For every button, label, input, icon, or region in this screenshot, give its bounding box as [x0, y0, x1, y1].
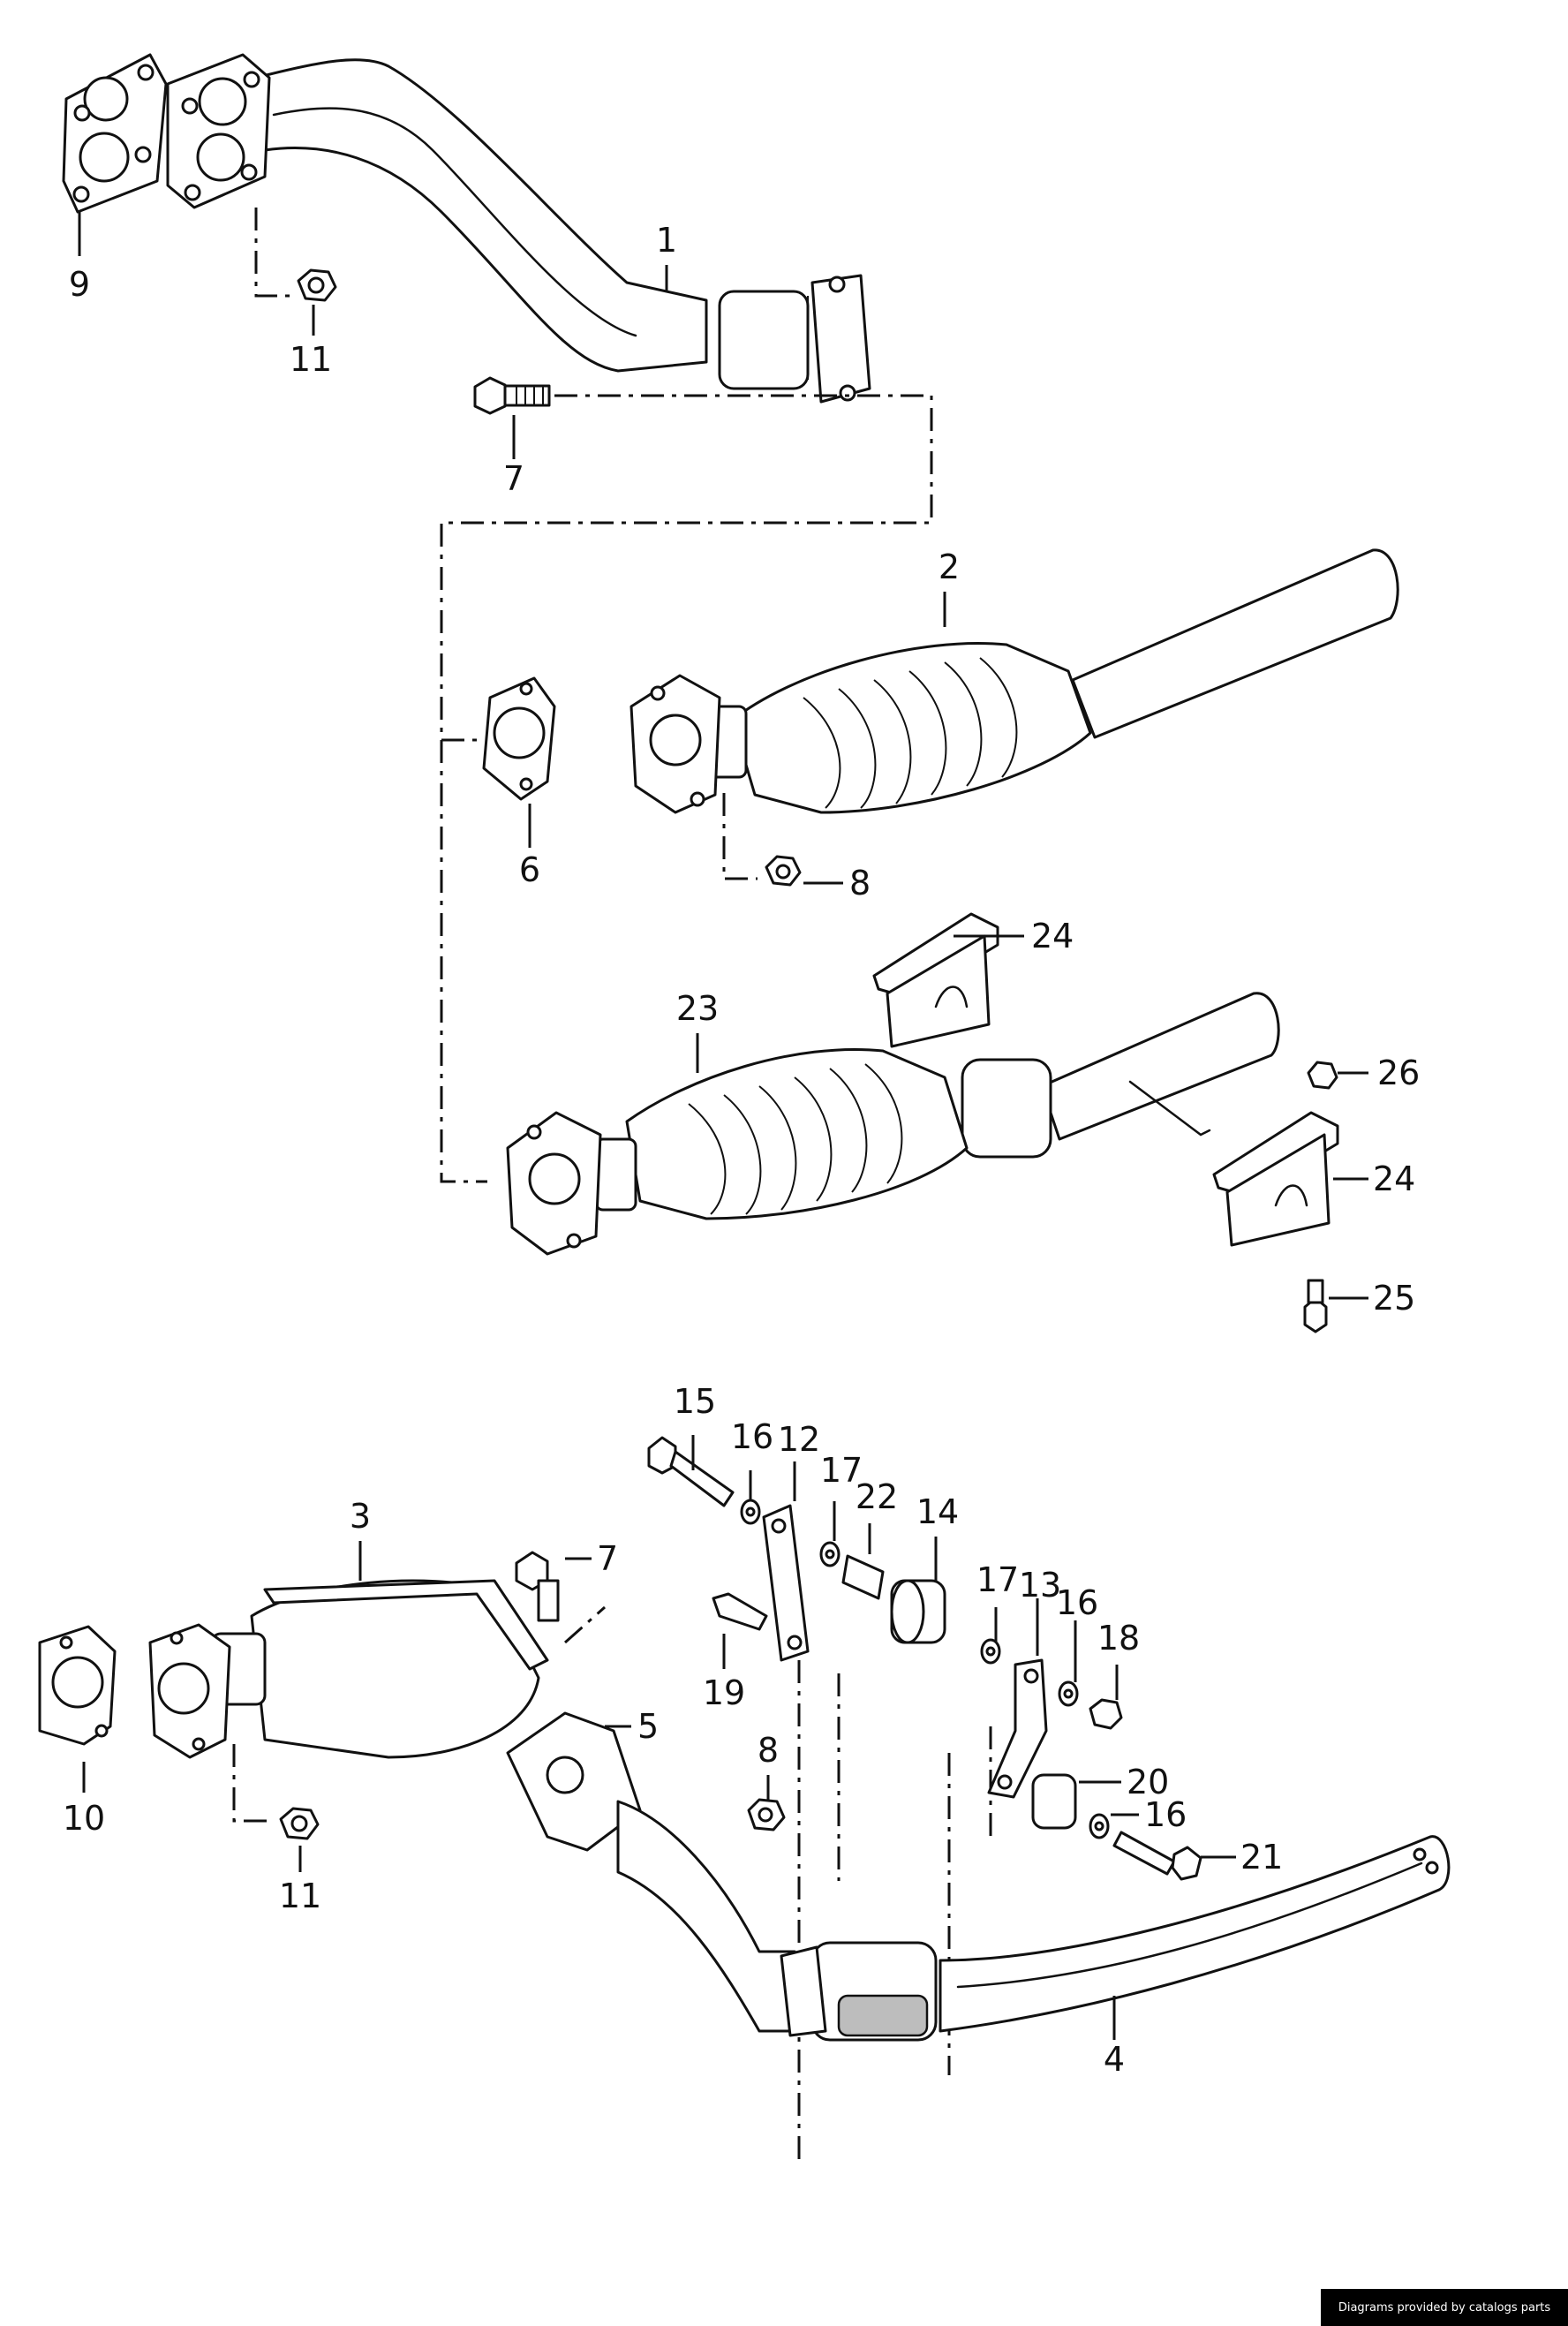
callout-7: 7 — [597, 1539, 618, 1578]
bolt-part-15[interactable] — [647, 1436, 735, 1507]
callout-16: 16 — [1144, 1795, 1187, 1834]
bolt-part-7-bottom[interactable] — [515, 1551, 560, 1622]
washer-part-16-c[interactable] — [1089, 1813, 1110, 1839]
nut-part-11-bottom[interactable] — [279, 1807, 320, 1840]
hanger-part-24-lower[interactable] — [1212, 1111, 1339, 1247]
catalytic-converter-part-3[interactable] — [148, 1579, 549, 1759]
callout-13: 13 — [1019, 1566, 1061, 1605]
callout-11: 11 — [279, 1877, 321, 1915]
callout-10: 10 — [63, 1799, 105, 1838]
washer-part-17-a[interactable] — [819, 1541, 841, 1567]
callout-18: 18 — [1097, 1619, 1140, 1658]
bolt-part-7-top[interactable] — [473, 376, 551, 415]
callout-2: 2 — [939, 548, 960, 586]
catalytic-converter-part-23[interactable] — [506, 992, 1280, 1256]
gasket-part-9[interactable] — [62, 53, 168, 214]
nut-part-8-bottom[interactable] — [747, 1798, 786, 1831]
callout-26: 26 — [1377, 1053, 1420, 1092]
callout-24: 24 — [1031, 917, 1074, 955]
sleeve-part-22[interactable] — [841, 1554, 885, 1600]
rear-pipe-part-4[interactable] — [616, 1800, 1451, 2042]
callout-19: 19 — [703, 1673, 745, 1712]
callout-23: 23 — [676, 989, 719, 1028]
bracket-part-12[interactable] — [762, 1504, 810, 1662]
bolt-part-21[interactable] — [1112, 1831, 1202, 1881]
washer-part-16-a[interactable] — [740, 1499, 761, 1525]
callout-8: 8 — [849, 864, 871, 902]
bracket-part-13[interactable] — [987, 1658, 1048, 1799]
callout-20: 20 — [1127, 1763, 1169, 1801]
callout-3: 3 — [350, 1497, 371, 1536]
callout-5: 5 — [637, 1707, 659, 1746]
callout-15: 15 — [674, 1382, 716, 1421]
callout-22: 22 — [856, 1477, 898, 1516]
nut-part-18[interactable] — [1089, 1698, 1123, 1730]
callout-17: 17 — [820, 1451, 863, 1490]
callout-9: 9 — [69, 265, 90, 304]
callout-4: 4 — [1104, 2040, 1125, 2079]
callout-1: 1 — [656, 221, 677, 260]
nut-part-26[interactable] — [1307, 1061, 1338, 1090]
callout-16: 16 — [1056, 1583, 1098, 1622]
front-pipe-part-1[interactable] — [166, 53, 871, 404]
nut-part-8-middle[interactable] — [765, 855, 802, 887]
bolt-part-25[interactable] — [1303, 1279, 1328, 1333]
catalytic-converter-part-2[interactable] — [629, 548, 1399, 814]
callout-25: 25 — [1373, 1279, 1415, 1318]
callout-7: 7 — [503, 459, 524, 498]
callout-16: 16 — [731, 1417, 773, 1456]
callout-11: 11 — [290, 340, 332, 379]
callout-12: 12 — [778, 1420, 820, 1459]
credit-banner: Diagrams provided by catalogs parts — [1321, 2289, 1568, 2326]
bushing-part-14[interactable] — [890, 1579, 946, 1644]
bushing-part-20[interactable] — [1031, 1773, 1077, 1830]
gasket-part-10[interactable] — [38, 1625, 117, 1746]
hanger-part-24-upper[interactable] — [872, 912, 999, 1048]
callout-17: 17 — [976, 1560, 1019, 1599]
washer-part-17-b[interactable] — [980, 1638, 1001, 1665]
callout-6: 6 — [519, 850, 540, 889]
nut-part-11-top[interactable] — [297, 268, 337, 302]
callout-8: 8 — [758, 1731, 779, 1770]
washer-part-16-b[interactable] — [1058, 1680, 1079, 1707]
callout-24: 24 — [1373, 1159, 1415, 1198]
callout-21: 21 — [1240, 1838, 1283, 1877]
pin-part-19[interactable] — [712, 1592, 768, 1631]
gasket-part-6[interactable] — [482, 676, 556, 801]
callout-14: 14 — [916, 1492, 959, 1531]
